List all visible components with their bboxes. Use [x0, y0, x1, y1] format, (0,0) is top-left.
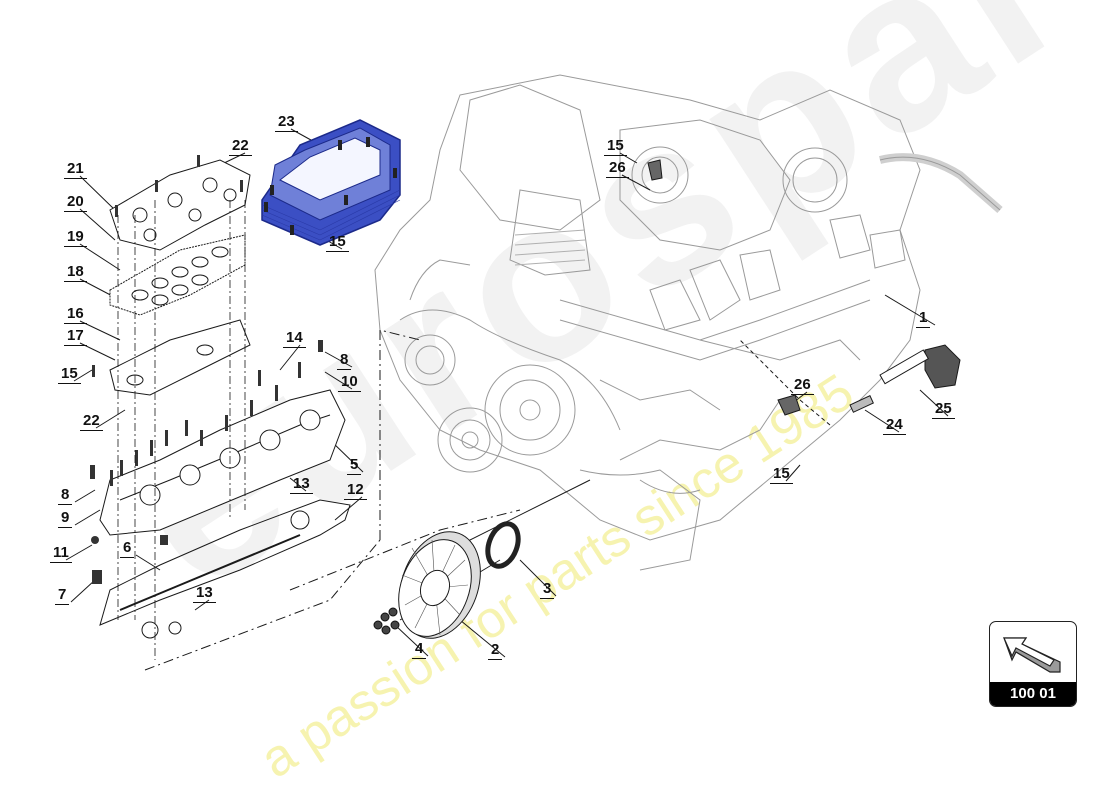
- callout-part-15[interactable]: 15: [326, 234, 349, 252]
- oil-cooler: [261, 119, 401, 246]
- callout-part-15[interactable]: 15: [770, 466, 793, 484]
- callout-part-1[interactable]: 1: [916, 310, 931, 328]
- callout-part-22[interactable]: 22: [80, 413, 103, 431]
- callout-part-9[interactable]: 9: [58, 510, 73, 528]
- callout-part-14[interactable]: 14: [283, 330, 306, 348]
- callout-part-10[interactable]: 10: [338, 374, 361, 392]
- callout-part-24[interactable]: 24: [883, 417, 906, 435]
- page-reference-number: 100 01: [990, 682, 1076, 706]
- callout-part-8[interactable]: 8: [58, 487, 73, 505]
- callout-part-7[interactable]: 7: [55, 587, 70, 605]
- callout-part-3[interactable]: 3: [540, 581, 555, 599]
- cylinder-head-cover-stack: [90, 155, 351, 660]
- callout-part-20[interactable]: 20: [64, 194, 87, 212]
- callout-part-26[interactable]: 26: [791, 377, 814, 395]
- crankshaft-pulley: [373, 521, 521, 639]
- callout-part-2[interactable]: 2: [488, 642, 503, 660]
- ignition-coil: [647, 159, 961, 416]
- callout-part-11[interactable]: 11: [50, 545, 72, 563]
- callout-part-13[interactable]: 13: [193, 585, 216, 603]
- callout-part-25[interactable]: 25: [932, 401, 955, 419]
- callout-part-15[interactable]: 15: [58, 366, 81, 384]
- callout-part-5[interactable]: 5: [347, 457, 362, 475]
- engine-assembly: [374, 74, 1003, 571]
- callout-part-4[interactable]: 4: [412, 641, 427, 659]
- callout-part-26[interactable]: 26: [606, 160, 629, 178]
- arrow-back-icon: [1003, 637, 1061, 673]
- callout-part-13[interactable]: 13: [290, 476, 313, 494]
- callout-part-15[interactable]: 15: [604, 138, 627, 156]
- page-reference-button[interactable]: 100 01: [989, 621, 1077, 707]
- callout-part-12[interactable]: 12: [344, 482, 367, 500]
- callout-part-18[interactable]: 18: [64, 264, 87, 282]
- callout-part-6[interactable]: 6: [120, 540, 135, 558]
- callout-part-22[interactable]: 22: [229, 138, 252, 156]
- callout-part-8[interactable]: 8: [337, 352, 352, 370]
- callout-part-17[interactable]: 17: [64, 328, 87, 346]
- callout-part-21[interactable]: 21: [64, 161, 87, 179]
- callout-part-23[interactable]: 23: [275, 114, 298, 132]
- callout-part-19[interactable]: 19: [64, 229, 87, 247]
- callout-part-16[interactable]: 16: [64, 306, 87, 324]
